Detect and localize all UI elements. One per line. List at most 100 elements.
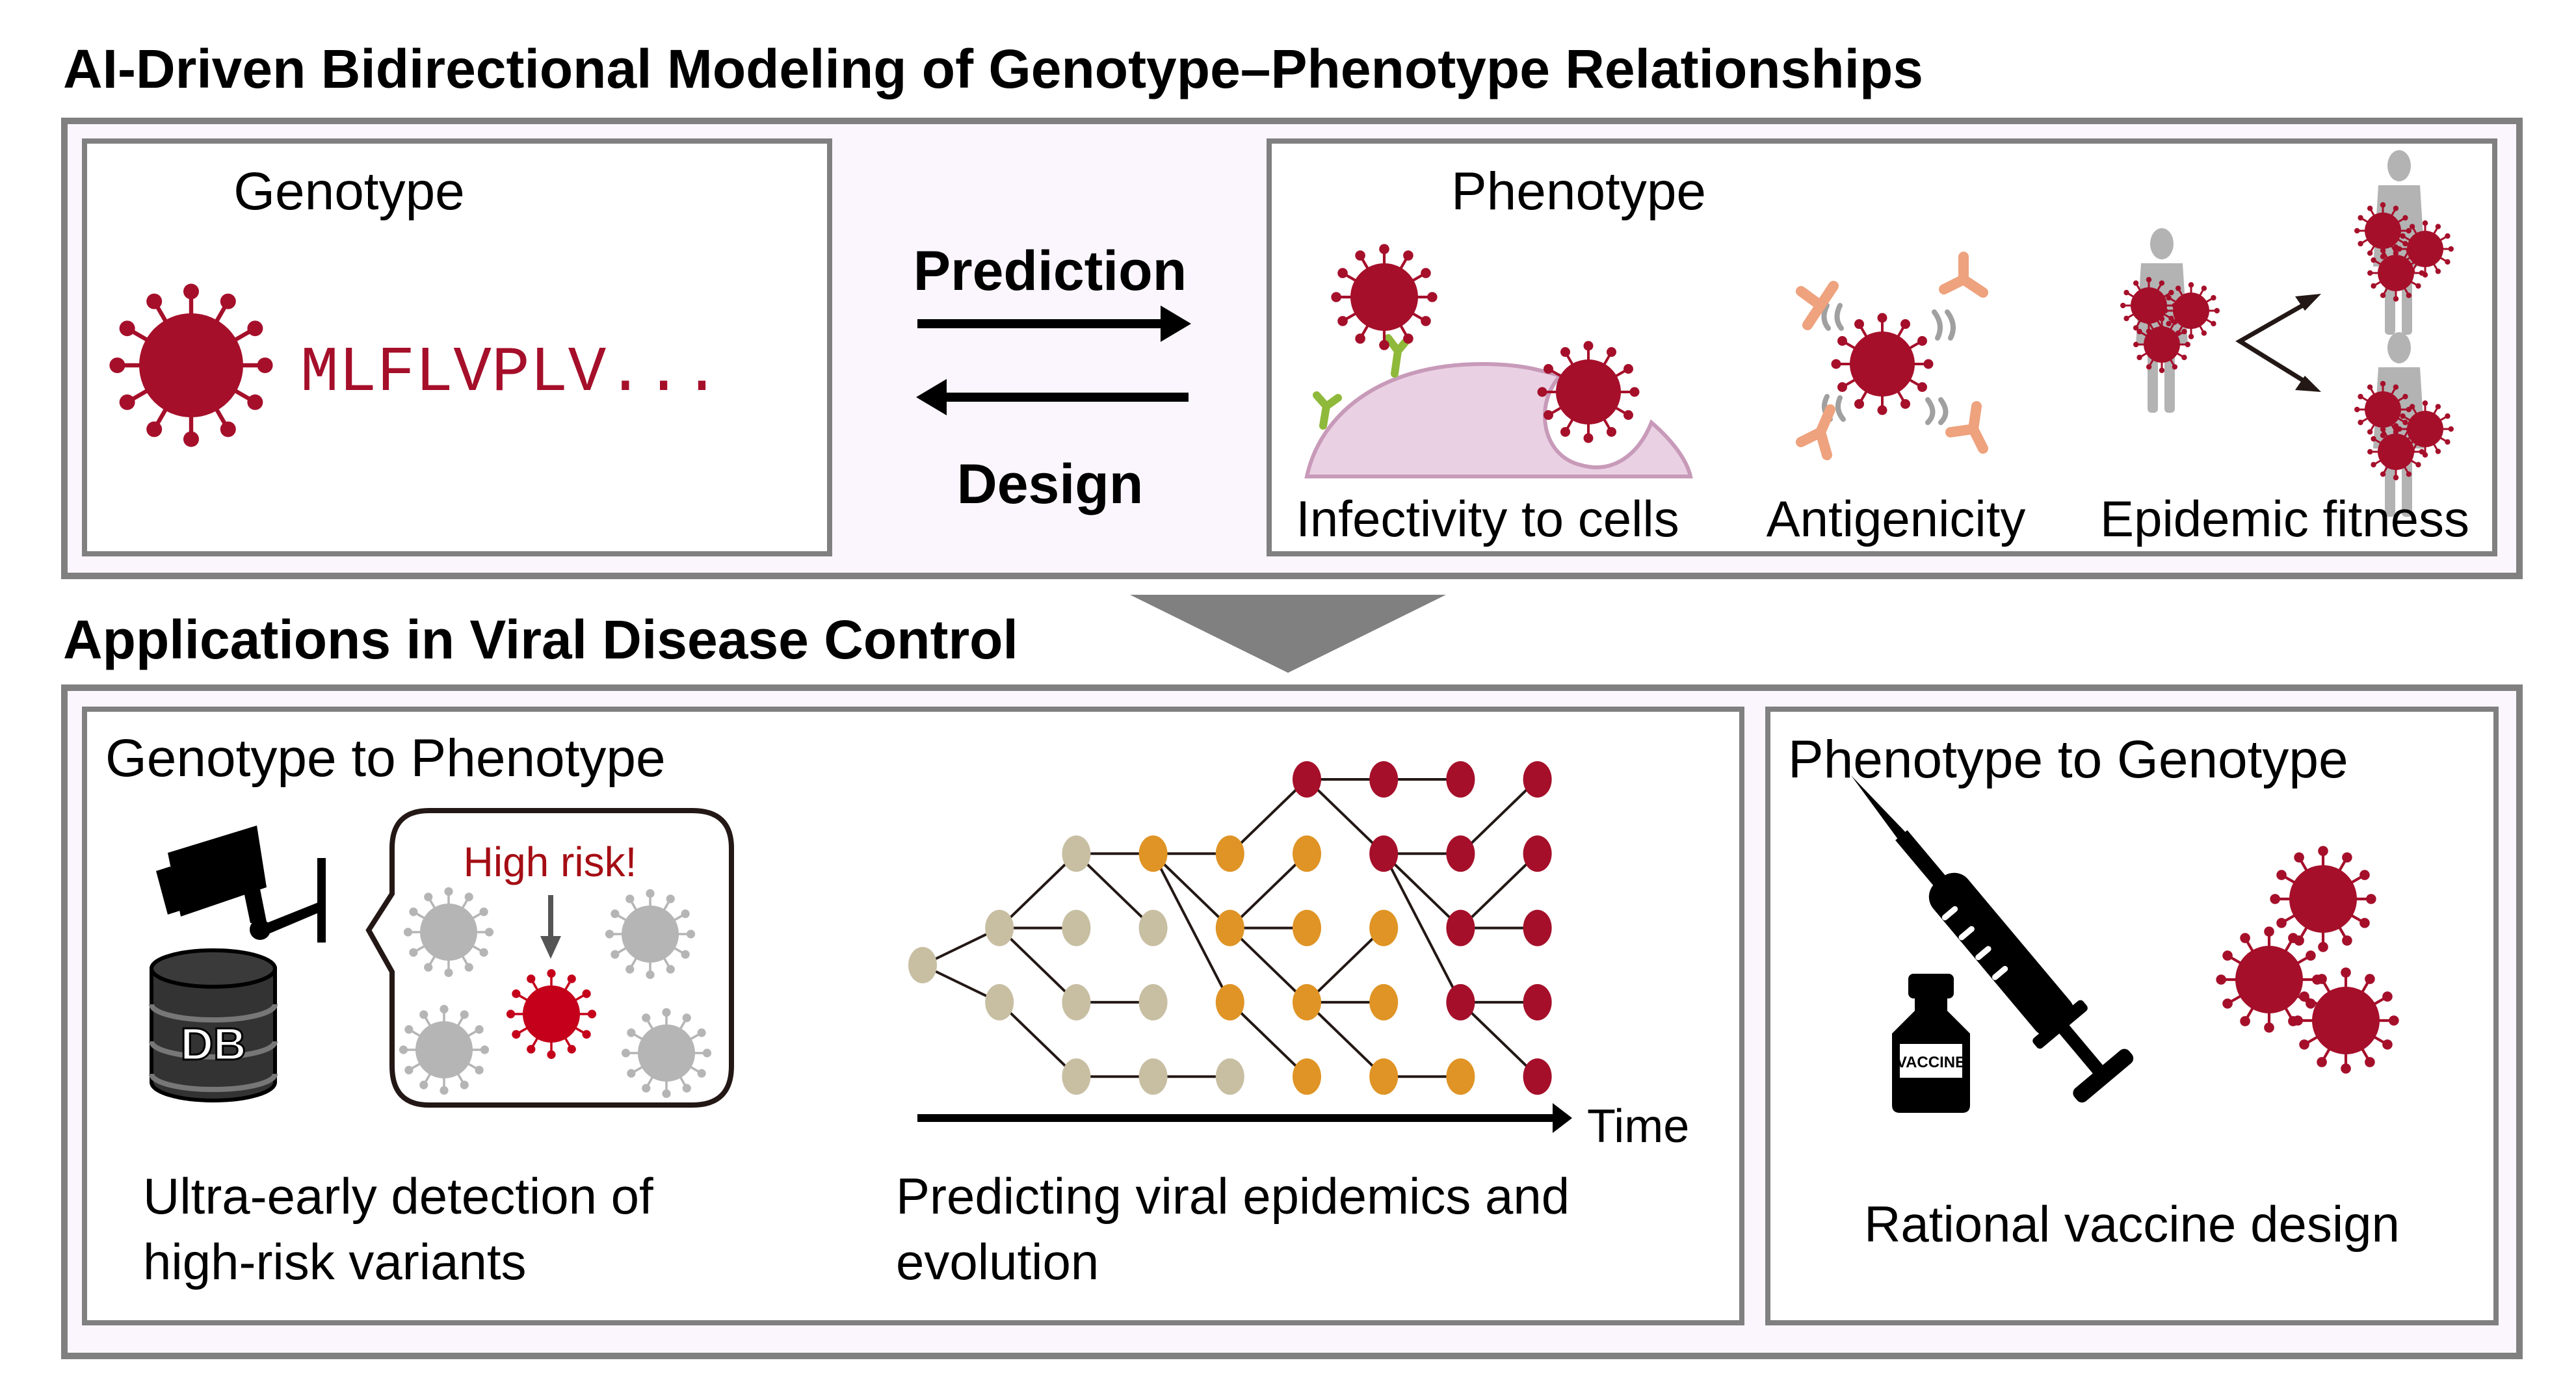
lineage-node <box>985 983 1014 1021</box>
lineage-node <box>1062 1058 1091 1095</box>
virus-icon <box>1831 313 1934 415</box>
antibody-binding-icon <box>1796 252 1988 460</box>
main-title: AI-Driven Bidirectional Modeling of Geno… <box>63 38 1923 99</box>
virus-icon <box>1331 244 1438 350</box>
lineage-network <box>908 761 1552 1095</box>
phenotype-heading: Phenotype <box>1451 162 1706 221</box>
lineage-node <box>1062 835 1091 872</box>
db-label: DB <box>180 1019 246 1069</box>
surveillance-caption-line-2: high-risk variants <box>143 1233 527 1290</box>
p2g-heading: Phenotype to Genotype <box>1788 730 2348 789</box>
virus-icon <box>2367 423 2425 480</box>
high-risk-alert-text: High risk! <box>464 839 637 885</box>
lineage-node <box>1369 835 1399 872</box>
phenotype-label-antigenicity: Antigenicity <box>1767 490 2026 547</box>
lineage-node <box>1138 983 1168 1021</box>
lineage-node <box>1369 983 1399 1021</box>
genotype-box: Genotype MLFLVPLV... <box>82 138 832 556</box>
lineage-node <box>1523 983 1552 1021</box>
lineage-node <box>1446 1058 1475 1095</box>
lineage-edge <box>1229 927 1308 1004</box>
surveillance-caption-line-1: Ultra-early detection of <box>143 1167 653 1225</box>
lineage-edge <box>1306 1001 1385 1078</box>
target-virus-icon <box>2293 967 2399 1074</box>
virus-icon <box>2133 316 2190 373</box>
lineage-node <box>1446 909 1475 946</box>
down-arrow-icon <box>1130 595 1446 673</box>
virus-icon <box>109 283 273 447</box>
lineage-node <box>1523 761 1552 798</box>
lineage-edge <box>1382 853 1462 1003</box>
phenotype-label-infectivity: Infectivity to cells <box>1296 490 1679 547</box>
lineage-edge <box>1229 778 1308 855</box>
cell-infection-icon <box>1304 244 1693 478</box>
virus-icon <box>2367 244 2425 302</box>
lineage-node <box>1369 1058 1399 1095</box>
alert-speech-bubble: High risk! <box>365 808 734 1108</box>
lineage-node <box>1369 909 1399 946</box>
lineage-edge <box>998 1001 1077 1078</box>
lineage-edge <box>1229 1001 1308 1078</box>
g2p-heading: Genotype to Phenotype <box>105 729 666 788</box>
lineage-edge <box>998 927 1077 1004</box>
target-virus-icon <box>2216 926 2322 1033</box>
vaccine-label: VACCINE <box>1897 1054 1965 1071</box>
phenotype-to-genotype-box: Phenotype to Genotype VACCINE R <box>1765 707 2499 1325</box>
database-icon: DB <box>149 948 278 1102</box>
lineage-node <box>1293 1058 1321 1095</box>
evolution-caption-line-2: evolution <box>896 1233 1099 1290</box>
lineage-node <box>1369 761 1399 798</box>
lineage-edge <box>998 852 1077 930</box>
variant-virus-gray-icon <box>403 887 494 978</box>
bidirectional-arrows: Prediction Design <box>913 240 1191 515</box>
lineage-node <box>1138 835 1168 872</box>
epidemic-spread-icon <box>2120 150 2454 517</box>
virus-icon <box>2162 282 2220 339</box>
lineage-edges <box>922 778 1538 1078</box>
lineage-node <box>1215 1058 1244 1095</box>
lineage-node <box>1215 909 1244 946</box>
lineage-edge <box>1075 852 1154 930</box>
lineage-node <box>1215 835 1244 872</box>
sequence-text: MLFLVPLV... <box>300 337 721 410</box>
variant-virus-gray-icon <box>605 889 696 980</box>
lineage-edge <box>1152 852 1231 930</box>
virus-icon <box>2354 381 2412 438</box>
lineage-node <box>1293 983 1321 1021</box>
variant-virus-gray-icon <box>399 1004 490 1095</box>
lineage-node <box>1138 909 1168 946</box>
variant-virus-gray-icon <box>621 1008 712 1099</box>
lineage-node <box>1446 761 1475 798</box>
genotype-heading: Genotype <box>233 162 465 221</box>
prediction-arrow-icon <box>917 306 1191 342</box>
lineage-edge <box>1460 778 1538 855</box>
lineage-node <box>1062 909 1091 946</box>
lineage-edge <box>1229 852 1308 930</box>
high-risk-virus-icon <box>506 969 597 1060</box>
section-title-applications: Applications in Viral Disease Control <box>63 609 1018 670</box>
lineage-node <box>1293 835 1321 872</box>
lineage-edge <box>1306 778 1385 855</box>
lineage-node <box>1293 761 1321 798</box>
syringe-icon <box>1851 775 2134 1103</box>
lineage-nodes <box>908 761 1552 1095</box>
phenotype-label-epidemic-fitness: Epidemic fitness <box>2100 490 2469 547</box>
design-arrow-icon <box>916 379 1189 415</box>
lineage-root-node <box>908 946 937 983</box>
lineage-edge <box>1151 853 1231 1003</box>
lineage-node <box>1446 983 1475 1021</box>
lineage-node <box>1523 1058 1552 1095</box>
time-axis-arrow-icon <box>917 1103 1572 1133</box>
target-virus-icon <box>2270 846 2376 952</box>
lineage-edge <box>1460 852 1538 930</box>
time-axis-label: Time <box>1587 1100 1689 1152</box>
phenotype-box: Phenotype Infectivity to cells <box>1267 138 2497 556</box>
design-label: Design <box>957 453 1144 515</box>
lineage-node <box>1523 835 1552 872</box>
lineage-edge <box>1460 1001 1538 1078</box>
vaccine-vial-icon: VACCINE <box>1892 974 1970 1113</box>
genotype-to-phenotype-box: Genotype to Phenotype DB High risk! <box>82 707 1744 1325</box>
lineage-edge <box>1382 852 1462 930</box>
lineage-node <box>1138 1058 1168 1095</box>
